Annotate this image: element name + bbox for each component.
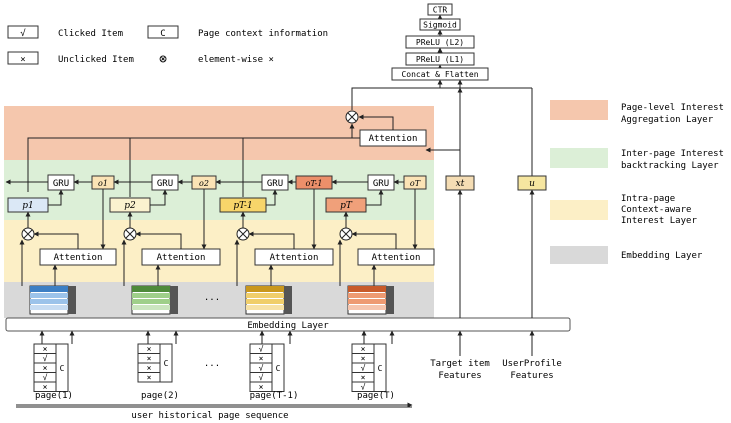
- attention-4: Attention: [372, 253, 421, 263]
- page-context-cell: [271, 343, 285, 392]
- oT-label: oT: [410, 179, 421, 188]
- page-label-2: page(2): [141, 391, 179, 401]
- page-context-label: C: [164, 359, 169, 368]
- attention-3: Attention: [270, 253, 319, 263]
- gru-1: GRU: [53, 179, 69, 189]
- page-context-label: C: [276, 364, 281, 373]
- page-context-label: C: [378, 364, 383, 373]
- legend-backtracking-swatch: [550, 148, 608, 168]
- unclicked-item-mark: ×: [43, 383, 48, 392]
- clicked-item-mark: √: [43, 373, 48, 382]
- pT-label: pT: [340, 201, 353, 211]
- unclicked-item-mark: ×: [43, 364, 48, 373]
- page-context-label: C: [60, 364, 65, 373]
- xt-label: xt: [456, 179, 465, 189]
- pT-1-label: pT-1: [233, 201, 252, 211]
- unclicked-item-mark: ×: [147, 345, 152, 354]
- sigmoid-label: Sigmoid: [423, 21, 457, 30]
- page-T-items: ××√×√C: [351, 343, 387, 392]
- clicked-item-mark: √: [259, 373, 264, 382]
- clicked-item-mark: √: [361, 383, 366, 392]
- o2-label: o2: [199, 179, 209, 188]
- sequence-label: user historical page sequence: [131, 411, 288, 421]
- legend-context-label: Page context information: [198, 29, 328, 39]
- clicked-item-mark: √: [259, 345, 264, 354]
- unclicked-item-mark: ×: [361, 354, 366, 363]
- embedding-block-3: [245, 285, 292, 315]
- prelu1-label: PReLU (L1): [416, 55, 464, 64]
- p2-label: p2: [124, 201, 136, 211]
- legend-context-symbol: C: [160, 29, 165, 39]
- legend-elementwise-label: element-wise ×: [198, 55, 274, 65]
- legend-intra-swatch: [550, 200, 608, 220]
- embedding-block-2: [131, 285, 178, 315]
- legend-aggregation-swatch: [550, 100, 608, 120]
- gru-4: GRU: [373, 179, 389, 189]
- p1-label: p1: [22, 201, 34, 211]
- page-label-T: page(T): [357, 391, 395, 401]
- embedding-block-1: [29, 285, 76, 315]
- page-context-cell: [373, 343, 387, 392]
- attention-2: Attention: [157, 253, 206, 263]
- attention-1: Attention: [54, 253, 103, 263]
- legend-unclicked-label: Unclicked Item: [58, 55, 134, 65]
- page-context-cell: [55, 343, 69, 392]
- legend-elementwise-symbol: ⊗: [159, 52, 167, 67]
- aggregation-attention: Attention: [369, 134, 418, 144]
- embedding-layer-label: Embedding Layer: [247, 321, 329, 331]
- xt-box: [445, 175, 475, 191]
- page-2-items: ××××C: [137, 343, 173, 383]
- clicked-item-mark: √: [259, 364, 264, 373]
- ctr-label: CTR: [433, 6, 448, 15]
- gru-2: GRU: [157, 179, 173, 189]
- unclicked-item-mark: ×: [147, 373, 152, 382]
- concat-label: Concat & Flatten: [401, 70, 478, 79]
- page-context-cell: [159, 343, 173, 383]
- clicked-item-mark: √: [361, 364, 366, 373]
- oT-1-label: oT-1: [306, 179, 323, 188]
- legend-embedding-swatch: [550, 246, 608, 264]
- clicked-item-mark: √: [43, 354, 48, 363]
- legend-clicked-label: Clicked Item: [58, 29, 123, 39]
- embedding-block-4: [347, 285, 394, 315]
- unclicked-item-mark: ×: [43, 345, 48, 354]
- embedding-ellipsis: ...: [204, 293, 220, 303]
- unclicked-item-mark: ×: [259, 383, 264, 392]
- page-ellipsis: ...: [204, 359, 220, 369]
- u-box: [517, 175, 547, 191]
- page-T-1-items: √×√√×C: [249, 343, 285, 392]
- o1-label: o1: [98, 179, 108, 188]
- legend-unclicked-symbol: ×: [20, 55, 25, 65]
- unclicked-item-mark: ×: [361, 373, 366, 382]
- u-label: u: [529, 179, 535, 189]
- unclicked-item-mark: ×: [147, 364, 152, 373]
- legend-embedding-label: Embedding Layer: [621, 251, 703, 261]
- gru-3: GRU: [267, 179, 283, 189]
- legend-clicked-symbol: √: [20, 28, 26, 39]
- prelu2-label: PReLU (L2): [416, 38, 464, 47]
- page-label-1: page(1): [35, 391, 73, 401]
- unclicked-item-mark: ×: [361, 345, 366, 354]
- unclicked-item-mark: ×: [259, 354, 264, 363]
- unclicked-item-mark: ×: [147, 354, 152, 363]
- page-label-T-1: page(T-1): [250, 391, 299, 401]
- page-1-items: ×√×√×C: [33, 343, 69, 392]
